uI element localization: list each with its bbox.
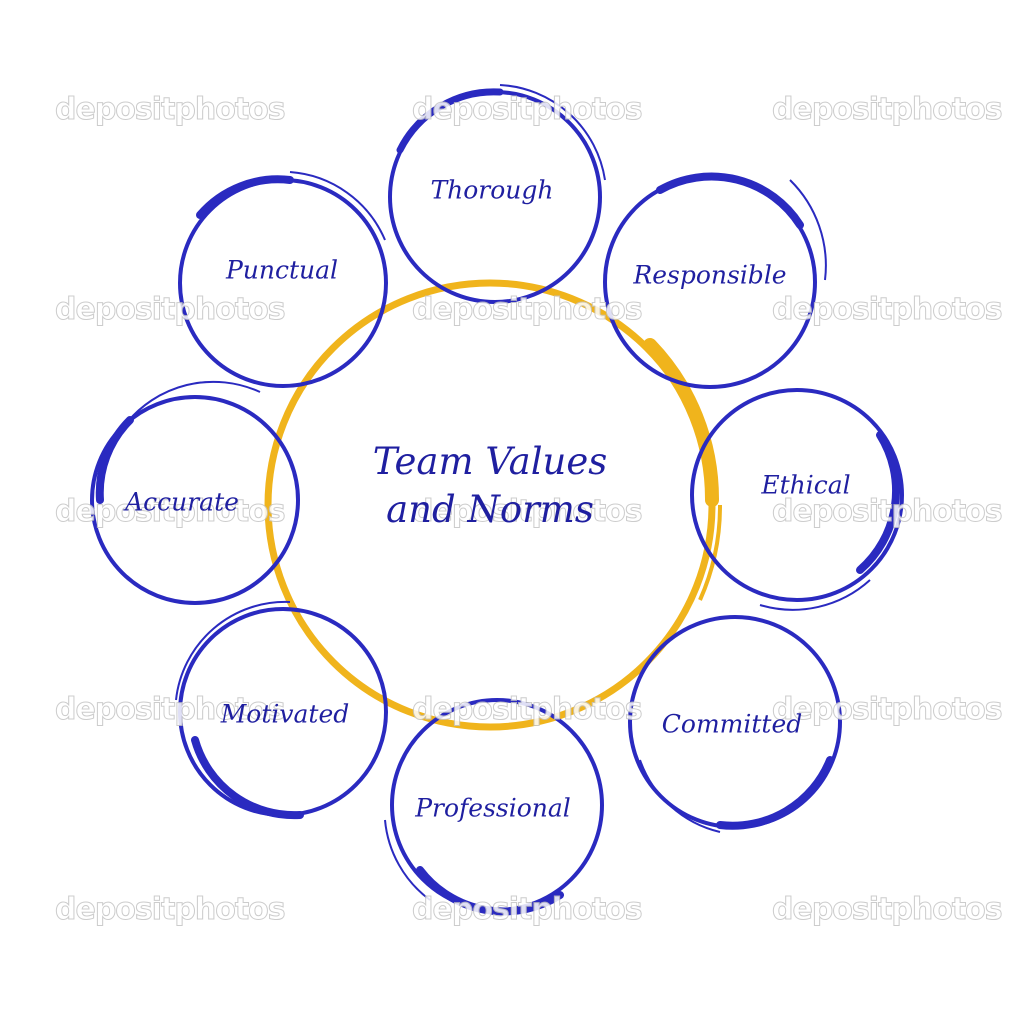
watermark: depositphotos — [772, 692, 1004, 728]
watermark: depositphotos — [55, 292, 287, 328]
watermark: depositphotos — [772, 494, 1004, 530]
node-label-thorough: Thorough — [430, 175, 554, 205]
watermark: depositphotos — [772, 92, 1004, 128]
node-circle-committed — [628, 615, 842, 833]
center-title-line1: Team Values — [372, 440, 608, 483]
watermark: depositphotos — [772, 292, 1004, 328]
watermark: depositphotos — [55, 892, 287, 928]
center-title-line2: and Norms — [386, 488, 594, 531]
node-circle-motivated — [175, 600, 388, 820]
node-circle-professional — [384, 698, 604, 916]
watermark: depositphotos — [55, 692, 287, 728]
node-label-motivated: Motivated — [220, 699, 350, 729]
watermark: depositphotos — [55, 494, 287, 530]
center-title: Team Values and Norms — [300, 438, 680, 534]
watermark: depositphotos — [412, 92, 644, 128]
node-label-professional: Professional — [415, 793, 571, 823]
node-circle-ethical — [690, 388, 904, 611]
watermark: depositphotos — [412, 292, 644, 328]
watermark: depositphotos — [412, 494, 644, 530]
node-label-accurate: Accurate — [125, 487, 239, 517]
watermark: depositphotos — [772, 892, 1004, 928]
node-circle-accurate — [90, 380, 300, 605]
center-ring — [264, 279, 723, 731]
node-label-punctual: Punctual — [225, 255, 339, 285]
node-circle-punctual — [178, 171, 388, 388]
node-label-ethical: Ethical — [761, 470, 851, 500]
watermark: depositphotos — [55, 92, 287, 128]
node-label-committed: Committed — [661, 709, 803, 739]
node-label-responsible: Responsible — [633, 260, 787, 290]
watermark: depositphotos — [412, 892, 644, 928]
node-circle-thorough — [388, 84, 606, 304]
node-circle-responsible — [603, 172, 827, 389]
watermark: depositphotos — [412, 692, 644, 728]
